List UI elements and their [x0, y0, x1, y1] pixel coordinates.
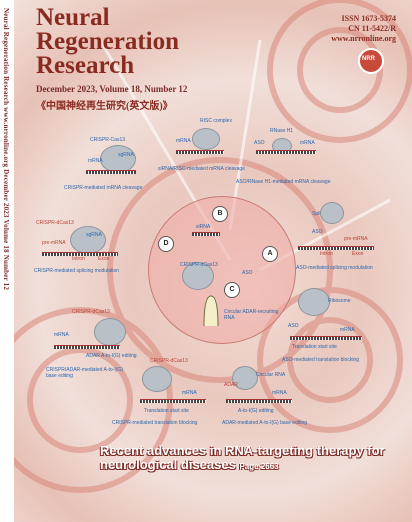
spine: Neural Regeneration Research www.nrronli… [0, 0, 14, 522]
mrna-strand-3 [256, 150, 316, 154]
issn-block: ISSN 1673-5374 CN 11-5422/R www.nrronlin… [322, 14, 396, 44]
label-crispr-dcas13-center: CRISPR-dCas13 [180, 262, 218, 268]
logo-text: NRR [362, 56, 375, 62]
website: www.nrronline.org [331, 34, 396, 43]
title-line-3: Research [36, 52, 135, 79]
marker-d: D [158, 236, 174, 252]
label-crispr-dcas13-3: CRISPR-dCas13 [150, 358, 188, 364]
label-crispr-dcas13-2: CRISPR-dCas13 [72, 309, 110, 315]
mrna-strand-4 [290, 336, 362, 340]
label-ribosome: Ribosome [328, 298, 351, 304]
ribosome-icon [298, 288, 330, 316]
chinese-title: 《中国神经再生研究(英文版)》 [36, 101, 173, 112]
label-adar-atoi: ADAR A-to-I(G) editing [86, 353, 137, 359]
label-adar: ADAR [224, 382, 238, 388]
label-translation-start-2: Translation start site [144, 408, 189, 414]
label-translation-start-1: Translation start site [292, 344, 337, 350]
label-sirna: siRNA [196, 224, 211, 230]
marker-c: C [224, 282, 240, 298]
circular-adar-rna-icon [203, 295, 219, 327]
sirna-strand [192, 232, 220, 236]
label-aso-rnase: ASO/RNase H1-mediated mRNA cleavage [236, 179, 331, 185]
dcas13-icon-1 [70, 226, 106, 254]
label-mrna-6: mRNA [182, 390, 197, 396]
label-crispr-cas13: CRISPR-Cas13 [90, 137, 126, 143]
label-crispr-dcas13-1: CRISPR-dCas13 [36, 220, 74, 226]
label-crispr-translation: CRISPR-mediated translation blocking [112, 420, 198, 426]
label-mrna-3: mRNA [300, 140, 315, 146]
label-circular-rna: Circular RNA [256, 372, 286, 378]
issue-info: December 2023, Volume 18, Number 12 [36, 84, 188, 94]
dcas13-icon-2 [94, 318, 126, 346]
label-adar-mediated: ADAR-mediated A-to-I(G) base editing [222, 420, 308, 426]
mrna-strand-1 [86, 170, 136, 174]
label-intron-2: Intron [320, 251, 333, 257]
label-circular-adar: Circular ADAR-recruiting RNA [224, 309, 279, 321]
journal-title: Neural Regeneration Research [36, 4, 180, 79]
label-aso-2: ASO [312, 229, 323, 235]
label-pre-mrna-1: pre-mRNA [42, 240, 66, 246]
adar-icon [232, 366, 258, 390]
dcas13-icon-center [182, 262, 214, 290]
title-line-1: Neural [36, 4, 110, 31]
label-mrna-7: mRNA [272, 390, 287, 396]
label-exon-1: Exon [98, 256, 110, 262]
spine-text: Neural Regeneration Research www.nrronli… [2, 8, 10, 291]
headline-text: Recent advances in RNA-targeting therapy… [100, 443, 385, 472]
cn-number: CN 11-5422/R [348, 24, 396, 33]
dcas13-icon-3 [142, 366, 172, 392]
label-mrna-2: mRNA [176, 138, 191, 144]
label-mrna-1: mRNA [88, 158, 103, 164]
mrna-strand-6 [140, 399, 206, 403]
label-intron-1: Intron [72, 256, 85, 262]
issn: ISSN 1673-5374 [341, 14, 396, 23]
cover-headline: Recent advances in RNA-targeting therapy… [100, 444, 400, 474]
label-atoi-editing: A-to-I(G) editing [238, 408, 274, 414]
label-aso-translation: ASO-mediated translation blocking [282, 357, 359, 363]
label-sgrna-1: sgRNA [118, 152, 134, 158]
pre-mrna-strand-2 [298, 246, 374, 250]
cas13-protein-icon [100, 145, 136, 173]
mrna-strand-7 [226, 399, 292, 403]
label-sirna-risc: siRNA/RISC-mediated mRNA cleavage [158, 166, 245, 172]
mrna-strand-2 [176, 150, 224, 154]
nrr-logo: NRR [358, 48, 384, 74]
spliceosome-icon [320, 202, 344, 224]
mrna-strand-5 [54, 345, 120, 349]
title-line-2: Regeneration [36, 28, 180, 55]
label-risc-complex: RISC complex [200, 118, 232, 124]
label-aso-3: ASO [288, 323, 299, 329]
headline-page: Page 2663 [239, 462, 279, 471]
pre-mrna-strand-1 [42, 252, 118, 256]
label-crispr-mrna-cleavage: CRISPR-mediated mRNA cleavage [64, 185, 143, 191]
risc-complex-icon [192, 128, 220, 150]
label-mrna-5: mRNA [54, 332, 69, 338]
marker-b: B [212, 206, 228, 222]
label-rnase-h1: RNase H1 [270, 128, 294, 134]
label-exon-2: Exon [352, 251, 364, 257]
label-aso-1: ASO [254, 140, 265, 146]
marker-a: A [262, 246, 278, 262]
label-crispr-adar: CRISPR/ADAR-mediated A-to-I(G) base edit… [46, 367, 123, 379]
label-aso-splicing: ASO-mediated splicing modulation [296, 265, 373, 271]
label-mrna-4: mRNA [340, 327, 355, 333]
label-sgrna-2: sgRNA [86, 232, 102, 238]
label-pre-mrna-2: pre-mRNA [344, 236, 368, 242]
label-crispr-splicing: CRISPR-mediated splicing modulation [34, 268, 120, 274]
label-aso-center: ASO [242, 270, 253, 276]
